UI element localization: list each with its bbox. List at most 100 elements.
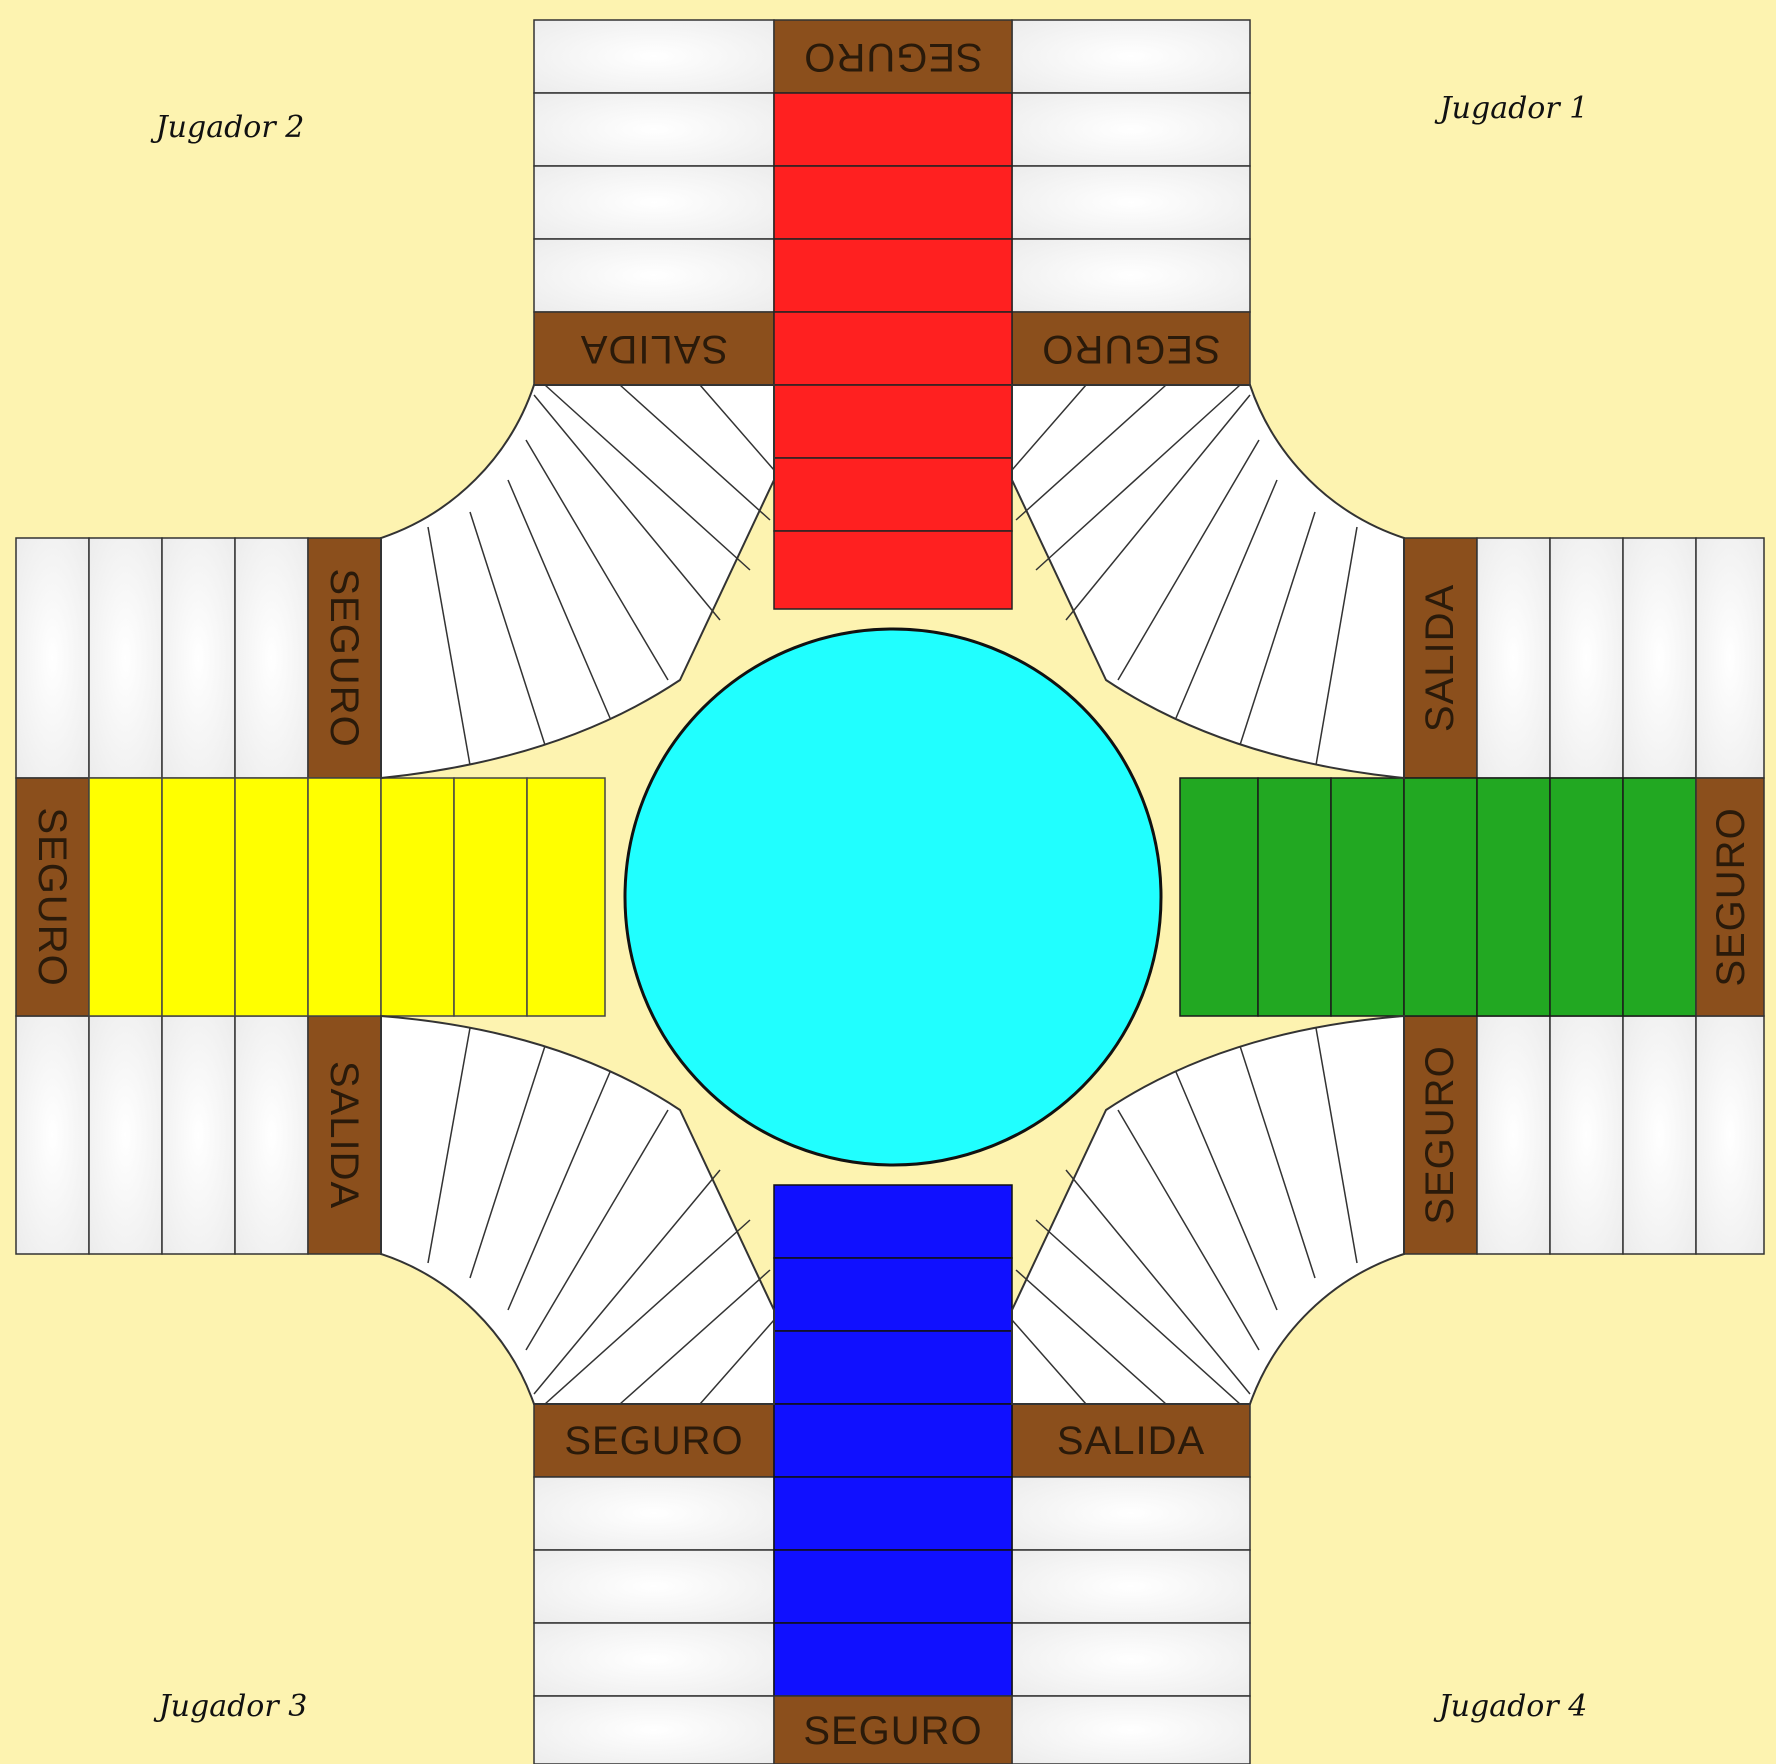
fan-divider [507, 479, 611, 719]
green-home-column: SEGURO [1179, 777, 1765, 1017]
yellow-home-cell[interactable] [526, 777, 606, 1017]
green-home-cell[interactable] [1549, 777, 1624, 1017]
blue-home-cell[interactable] [773, 1330, 1013, 1405]
board-cell[interactable] [1011, 238, 1251, 313]
green-home-cell[interactable] [1257, 777, 1332, 1017]
yellow-home-cell[interactable] [234, 777, 309, 1017]
yellow-home-cell[interactable] [88, 777, 163, 1017]
right-lower-label: SEGURO [1418, 1045, 1462, 1224]
board-cell[interactable] [533, 165, 775, 240]
red-home-cell[interactable] [773, 165, 1013, 240]
board-cell[interactable] [1476, 537, 1551, 779]
board-cell[interactable] [533, 1549, 775, 1624]
corner-fan-bottom-right [1011, 1014, 1405, 1405]
red-home-cell[interactable] [773, 384, 1013, 459]
board-cell[interactable] [88, 1015, 163, 1255]
yellow-home-cell[interactable] [380, 777, 455, 1017]
red-home-cell[interactable] [773, 92, 1013, 167]
right-upper-lane: SALIDA [1403, 537, 1765, 779]
board-cell[interactable] [533, 1622, 775, 1697]
blue-home-cell[interactable] [773, 1184, 1013, 1259]
yellow-home-cell[interactable] [453, 777, 528, 1017]
blue-home-cell[interactable] [773, 1549, 1013, 1624]
green-home-cell[interactable] [1330, 777, 1405, 1017]
top-left-lane: SALIDA [533, 19, 775, 386]
salida-cell[interactable] [1011, 1403, 1251, 1478]
fan-divider [1015, 384, 1167, 521]
left-end-label: SEGURO [30, 807, 74, 986]
salida-cell[interactable] [307, 1015, 382, 1255]
fan-divider [469, 1045, 546, 1279]
board-cell[interactable] [1011, 1549, 1251, 1624]
fan-track [380, 384, 775, 780]
board-cell[interactable] [1622, 537, 1697, 779]
seguro-cell[interactable] [1403, 1015, 1478, 1255]
board-cell[interactable] [533, 92, 775, 167]
green-home-cell[interactable] [1476, 777, 1551, 1017]
seguro-cell[interactable] [15, 777, 90, 1017]
board-cell[interactable] [1011, 1695, 1251, 1764]
player-1-label: Jugador 1 [1434, 91, 1589, 126]
red-home-cell[interactable] [773, 311, 1013, 386]
fan-divider [427, 526, 471, 766]
fan-divider [1035, 384, 1241, 571]
fan-divider [1175, 1071, 1278, 1311]
fan-track [380, 1014, 775, 1405]
fan-divider [525, 439, 669, 681]
board-cell[interactable] [1011, 19, 1251, 94]
top-arm: SALIDA SEGURO SEGURO [533, 19, 1251, 610]
board-cell[interactable] [161, 1015, 236, 1255]
top-end-label: SEGURO [803, 35, 982, 79]
bottom-right-lane: SALIDA [1011, 1403, 1251, 1764]
board-cell[interactable] [1011, 1622, 1251, 1697]
red-home-cell[interactable] [773, 457, 1013, 532]
board-cell[interactable] [1549, 537, 1624, 779]
board-cell[interactable] [15, 1015, 90, 1255]
board-cell[interactable] [533, 238, 775, 313]
yellow-home-cell[interactable] [307, 777, 382, 1017]
board-cell[interactable] [1476, 1015, 1551, 1255]
blue-home-cell[interactable] [773, 1622, 1013, 1697]
blue-home-cell[interactable] [773, 1403, 1013, 1478]
board-cell[interactable] [15, 537, 90, 779]
board-cell[interactable] [1549, 1015, 1624, 1255]
board-cell[interactable] [234, 537, 309, 779]
board-cell[interactable] [1011, 1476, 1251, 1551]
right-upper-label: SALIDA [1418, 584, 1462, 732]
board-cell[interactable] [161, 537, 236, 779]
green-home-cell[interactable] [1622, 777, 1697, 1017]
board-cell[interactable] [533, 1476, 775, 1551]
green-home-cell[interactable] [1179, 777, 1259, 1017]
red-home-cell[interactable] [773, 238, 1013, 313]
center-goal[interactable] [623, 627, 1163, 1167]
fan-divider [1065, 394, 1251, 621]
fan-divider [1011, 1319, 1087, 1405]
seguro-cell[interactable] [1695, 777, 1765, 1017]
fan-divider [699, 384, 775, 471]
blue-home-cell[interactable] [773, 1476, 1013, 1551]
seguro-cell[interactable] [773, 1695, 1013, 1764]
player-4-label: Jugador 4 [1433, 1689, 1588, 1724]
top-right-label: SEGURO [1041, 327, 1220, 371]
right-arm: SALIDA SEGURO SEGURO [1179, 537, 1765, 1255]
seguro-cell[interactable] [1011, 311, 1251, 386]
board-cell[interactable] [1695, 1015, 1765, 1255]
seguro-cell[interactable] [773, 19, 1013, 94]
board-cell[interactable] [1622, 1015, 1697, 1255]
red-home-cell[interactable] [773, 530, 1013, 610]
board-cell[interactable] [533, 1695, 775, 1764]
fan-track [1011, 384, 1405, 780]
board-cell[interactable] [88, 537, 163, 779]
board-cell[interactable] [1011, 165, 1251, 240]
player-2-label: Jugador 2 [150, 110, 305, 145]
blue-home-cell[interactable] [773, 1257, 1013, 1332]
fan-divider [533, 394, 721, 621]
board-cell[interactable] [1011, 92, 1251, 167]
board-cell[interactable] [1695, 537, 1765, 779]
green-home-cell[interactable] [1403, 777, 1478, 1017]
board-cell[interactable] [533, 19, 775, 94]
yellow-home-cell[interactable] [161, 777, 236, 1017]
board-cell[interactable] [234, 1015, 309, 1255]
fan-divider [619, 384, 771, 521]
